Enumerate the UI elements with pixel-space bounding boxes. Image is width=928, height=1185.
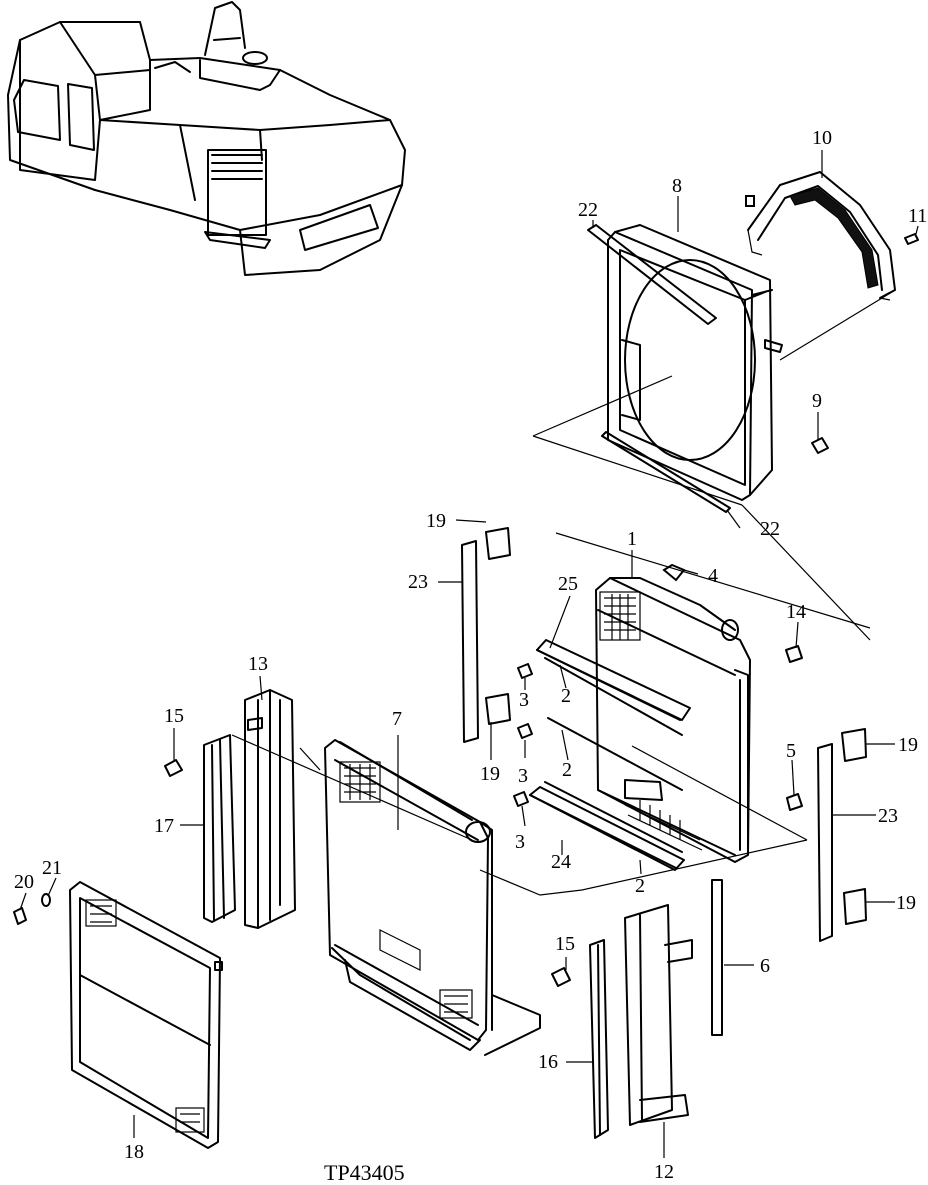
excavator-illustration [7,1,406,276]
callout-23: 23 [408,571,428,593]
callout-23: 23 [878,805,898,827]
assembly-guide-lines-2 [555,532,871,891]
callout-6: 6 [760,955,770,977]
callout-19: 19 [898,734,918,756]
callout-9: 9 [812,390,822,412]
callout-2: 2 [635,875,645,897]
side-seal-17 [203,734,236,923]
callout-8: 8 [672,175,682,197]
callout-2: 2 [561,685,571,707]
side-panel-13 [244,689,296,929]
callout-12: 12 [654,1161,674,1183]
radiator-cap-4 [662,563,686,582]
assembly-guide-lines-3 [231,734,583,896]
bolts [513,645,803,811]
callout-22: 22 [578,199,598,221]
seal-post-23 [461,540,833,942]
leader-lines [19,150,919,1158]
callout-5: 5 [786,740,796,762]
callout-15: 15 [164,705,184,727]
callout-4: 4 [708,565,718,587]
callout-3: 3 [515,831,525,853]
side-seal-16 [589,939,609,1139]
side-panel-12 [624,904,693,1126]
callout-21: 21 [42,857,62,879]
callout-20: 20 [14,871,34,893]
callout-19: 19 [426,510,446,532]
stay-rod-2 [544,657,683,853]
callout-25: 25 [558,573,578,595]
callout-labels: 1 2 2 2 3 3 3 4 5 6 7 8 9 10 11 12 13 14… [14,127,927,1183]
callout-10: 10 [812,127,832,149]
bracket-25 [536,639,691,721]
callout-7: 7 [392,708,402,730]
oil-cooler-7 [324,739,541,1056]
callout-11: 11 [908,205,927,227]
callout-24: 24 [551,851,571,873]
callout-2: 2 [562,759,572,781]
bolt-9 [811,437,829,454]
callout-3: 3 [519,689,529,711]
callout-13: 13 [248,653,268,675]
bolts-2 [13,759,571,987]
radiator-core-1 [595,577,751,863]
screen-18 [69,881,223,1149]
callout-19: 19 [896,892,916,914]
callout-1: 1 [627,528,637,550]
callout-16: 16 [538,1051,558,1073]
figure-code: TP43405 [324,1160,405,1185]
bracket-24 [529,786,685,871]
callout-19: 19 [480,763,500,785]
cap-19 [485,527,867,925]
callout-14: 14 [786,601,806,623]
callout-18: 18 [124,1141,144,1163]
fan-guard-10 [745,171,919,301]
callout-17: 17 [154,815,174,837]
callout-22: 22 [760,518,780,540]
drain-hose-6 [711,879,723,1036]
callout-3: 3 [518,765,528,787]
assembly-guide-lines [532,291,893,641]
callout-15: 15 [555,933,575,955]
